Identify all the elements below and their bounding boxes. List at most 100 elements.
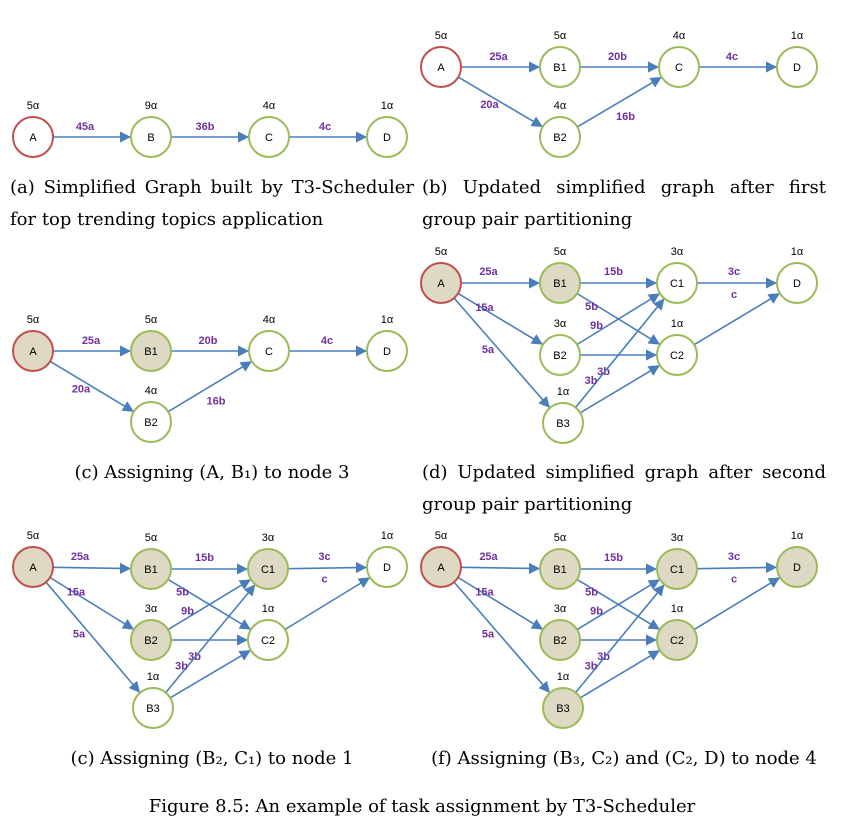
caption-panel-d: (d) Updated simplified graph after secon… — [422, 462, 826, 515]
edge-label-A-B3: 5a — [73, 629, 86, 641]
node-B1 — [130, 330, 172, 372]
node-weight-D: 1α — [381, 100, 394, 112]
node-D — [366, 116, 408, 158]
node-B3 — [542, 402, 584, 444]
node-label-A: A — [437, 62, 445, 74]
edge-B3-C1 — [574, 298, 665, 409]
node-label-B1: B1 — [553, 278, 566, 290]
node-C — [248, 116, 290, 158]
node-label-B3: B3 — [556, 703, 569, 715]
node-B2 — [539, 334, 581, 376]
edge-B2-C1 — [167, 579, 251, 631]
node-weight-D: 1α — [381, 530, 394, 542]
edge-A-B1 — [460, 562, 541, 575]
edge-label-A-B2: 15a — [67, 587, 86, 599]
edge-label-B1-C1: 15b — [604, 266, 623, 278]
node-weight-C: 4α — [263, 100, 276, 112]
node-weight-B2: 4α — [554, 100, 567, 112]
edge-label-A-B2: 15a — [475, 587, 494, 599]
edge-label-B3-C1: 3b — [585, 661, 598, 673]
edge-A-B3 — [453, 297, 550, 409]
node-weight-C2: 1α — [262, 603, 275, 615]
node-C — [658, 46, 700, 88]
edge-label-A-B1: 25a — [82, 335, 101, 347]
edge-A-B2 — [457, 576, 544, 630]
edge-label-B1-C2: 5b — [585, 587, 598, 599]
node-label-C1: C1 — [670, 564, 684, 576]
caption-panel-b: (b) Updated simplified graph after first… — [422, 177, 826, 230]
caption-panel-f: (f) Assigning (B₃, C₂) and (C₂, D) to no… — [431, 748, 817, 769]
node-weight-D: 1α — [791, 530, 804, 542]
node-B2 — [130, 619, 172, 661]
node-B — [130, 116, 172, 158]
caption-panel-c-second: (c) Assigning (B₂, C₁) to node 1 — [70, 748, 354, 769]
node-label-D: D — [383, 346, 391, 358]
node-label-B1: B1 — [553, 564, 566, 576]
edge-A-B2 — [49, 576, 135, 630]
edge-label-C2-D: c — [321, 574, 327, 586]
node-B3 — [132, 687, 174, 729]
node-label-D: D — [383, 562, 391, 574]
node-C1 — [656, 262, 698, 304]
node-weight-B2: 3α — [554, 603, 567, 615]
node-label-A: A — [437, 278, 445, 290]
edge-A-B1 — [52, 562, 132, 575]
edge-A-B2 — [457, 76, 543, 128]
edge-label-C2-D: c — [731, 289, 737, 301]
edge-B2-C1 — [576, 579, 660, 631]
edge-B2-C — [576, 76, 662, 128]
edge-label-B2-C: 16b — [616, 111, 635, 123]
node-label-A: A — [29, 132, 37, 144]
edge-label-B3-C1: 3b — [585, 375, 598, 387]
edge-B2-C — [167, 361, 252, 413]
node-weight-A: 5α — [27, 314, 40, 326]
node-label-A: A — [437, 562, 445, 574]
node-A — [12, 546, 54, 588]
node-label-C1: C1 — [670, 278, 684, 290]
node-label-B3: B3 — [146, 703, 159, 715]
node-B1 — [539, 548, 581, 590]
caption-panel-a: (a) Simplified Graph built by T3-Schedul… — [10, 177, 414, 230]
node-B1 — [130, 548, 172, 590]
node-weight-D: 1α — [381, 314, 394, 326]
node-weight-C: 4α — [673, 30, 686, 42]
edge-B3-C1 — [165, 584, 256, 694]
node-label-B2: B2 — [144, 635, 157, 647]
node-D — [776, 546, 818, 588]
node-label-B2: B2 — [144, 417, 157, 429]
node-weight-B2: 3α — [554, 318, 567, 330]
node-weight-B1: 5α — [554, 246, 567, 258]
edge-C1-D — [287, 561, 368, 574]
edge-A-B3 — [453, 581, 551, 693]
edge-B3-C1 — [575, 584, 665, 694]
node-C2 — [656, 334, 698, 376]
node-weight-A: 5α — [435, 246, 448, 258]
edge-label-A-B1: 25a — [489, 51, 508, 63]
panel-f-graph: 25a15a5a15b5b9b3b3bb3ccA5αB15αB23αB31αC1… — [420, 530, 818, 729]
edge-C2-D — [693, 293, 780, 346]
node-weight-B1: 5α — [554, 532, 567, 544]
node-label-B3: B3 — [556, 418, 569, 430]
edge-A-B2 — [49, 360, 134, 412]
edge-label-B-C: 36b — [196, 121, 215, 133]
node-weight-C1: 3α — [262, 532, 275, 544]
node-label-D: D — [793, 278, 801, 290]
node-weight-B1: 5α — [554, 30, 567, 42]
edge-C2-D — [284, 577, 371, 631]
edge-label-B1-C1: 15b — [604, 552, 623, 564]
node-label-B1: B1 — [144, 564, 157, 576]
edge-label-A-B1: 25a — [479, 266, 498, 278]
edge-label-C1-D: 3c — [728, 266, 740, 278]
edge-label-A-B: 45a — [76, 121, 95, 133]
figure-title: Figure 8.5: An example of task assignmen… — [148, 796, 696, 817]
panel-d-graph: 25a15a5a15b5b9b3b3bb3ccA5αB15αB23αB31αC1… — [420, 246, 818, 444]
node-C2 — [656, 619, 698, 661]
node-B1 — [539, 46, 581, 88]
edge-label-B2-C: 16b — [207, 396, 226, 408]
node-weight-A: 5α — [27, 100, 40, 112]
edge-label-C-D: 4c — [319, 121, 331, 133]
edge-label-B2-C1: 9b — [590, 606, 603, 618]
